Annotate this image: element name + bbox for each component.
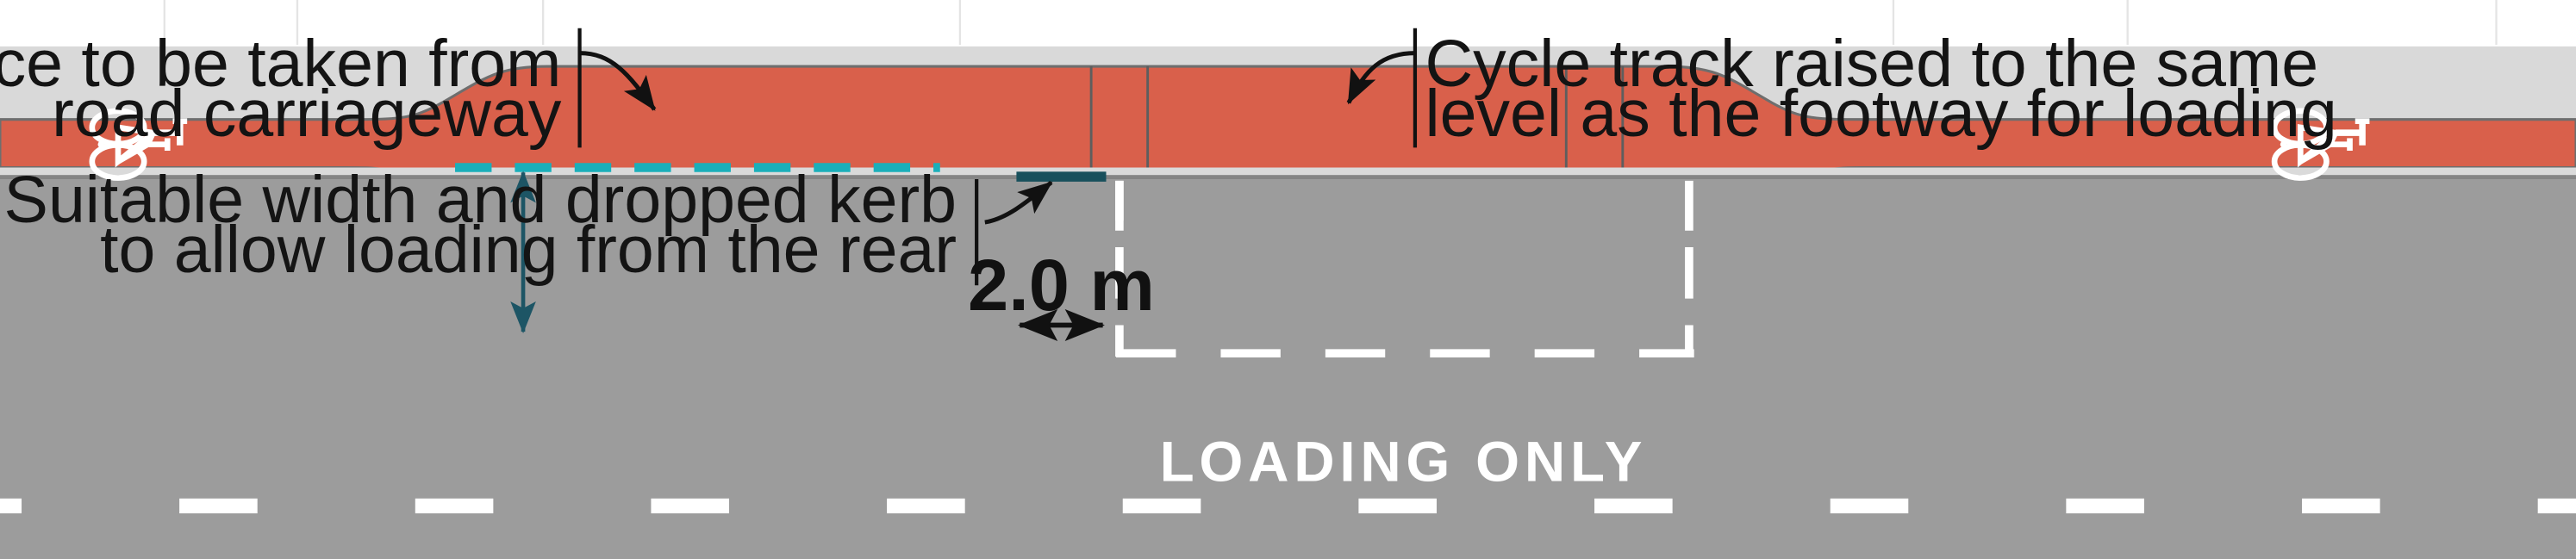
annotation-leader-arrow <box>579 51 657 111</box>
annotation-line: Suitable width and dropped kerb <box>4 163 957 237</box>
annotation-leader-arrow <box>984 180 1053 225</box>
loading-bay-box <box>1115 180 1694 358</box>
annotation-suitable-width: Suitable width and dropped kerb to allow… <box>4 163 1053 287</box>
kerb-buffer-strip <box>0 167 2576 177</box>
annotation-line: road carriageway <box>52 77 562 151</box>
annotation-cycle-track-raised: Cycle track raised to the same level as … <box>1346 27 2337 151</box>
annotation-line: level as the footway for loading <box>1425 77 2336 151</box>
annotation-leader-arrow <box>1346 51 1415 105</box>
loading-only-label: LOADING ONLY <box>1160 431 1648 494</box>
dropped-kerb-bar <box>1016 171 1107 182</box>
dropped-kerb-width-label: 2.0 m <box>968 244 1155 326</box>
annotation-space-from-carriageway: Space to be taken from road carriageway <box>0 27 657 151</box>
annotation-line: Cycle track raised to the same <box>1425 27 2318 101</box>
kerb-line <box>0 175 2576 180</box>
annotation-line: to allow loading from the rear <box>100 213 957 287</box>
annotation-line: Space to be taken from <box>0 27 561 101</box>
road-carriageway <box>0 178 2576 559</box>
page-gridlines <box>163 0 2498 45</box>
